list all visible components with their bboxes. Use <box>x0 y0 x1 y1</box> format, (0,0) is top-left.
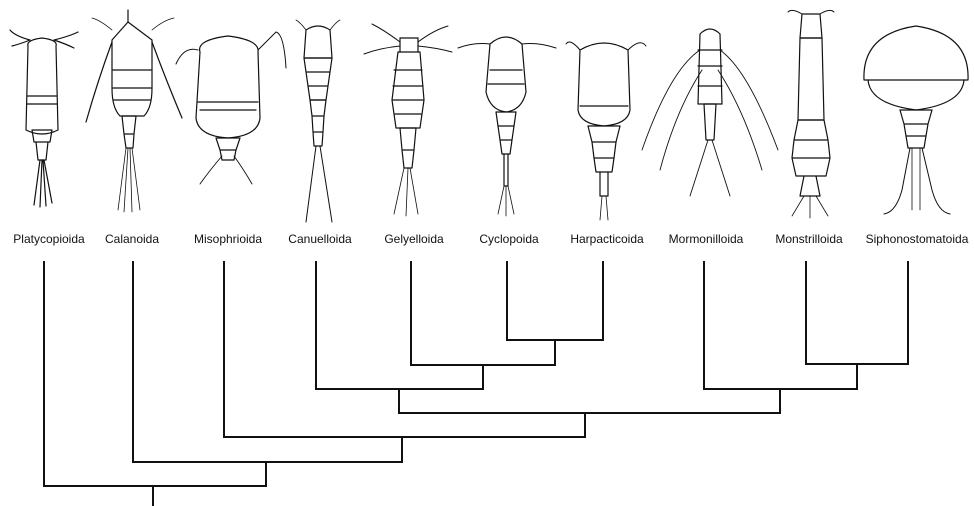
cladogram-figure: Platycopioida Calanoida Misophrioida Can… <box>0 0 974 506</box>
cladogram-tree <box>0 0 974 506</box>
